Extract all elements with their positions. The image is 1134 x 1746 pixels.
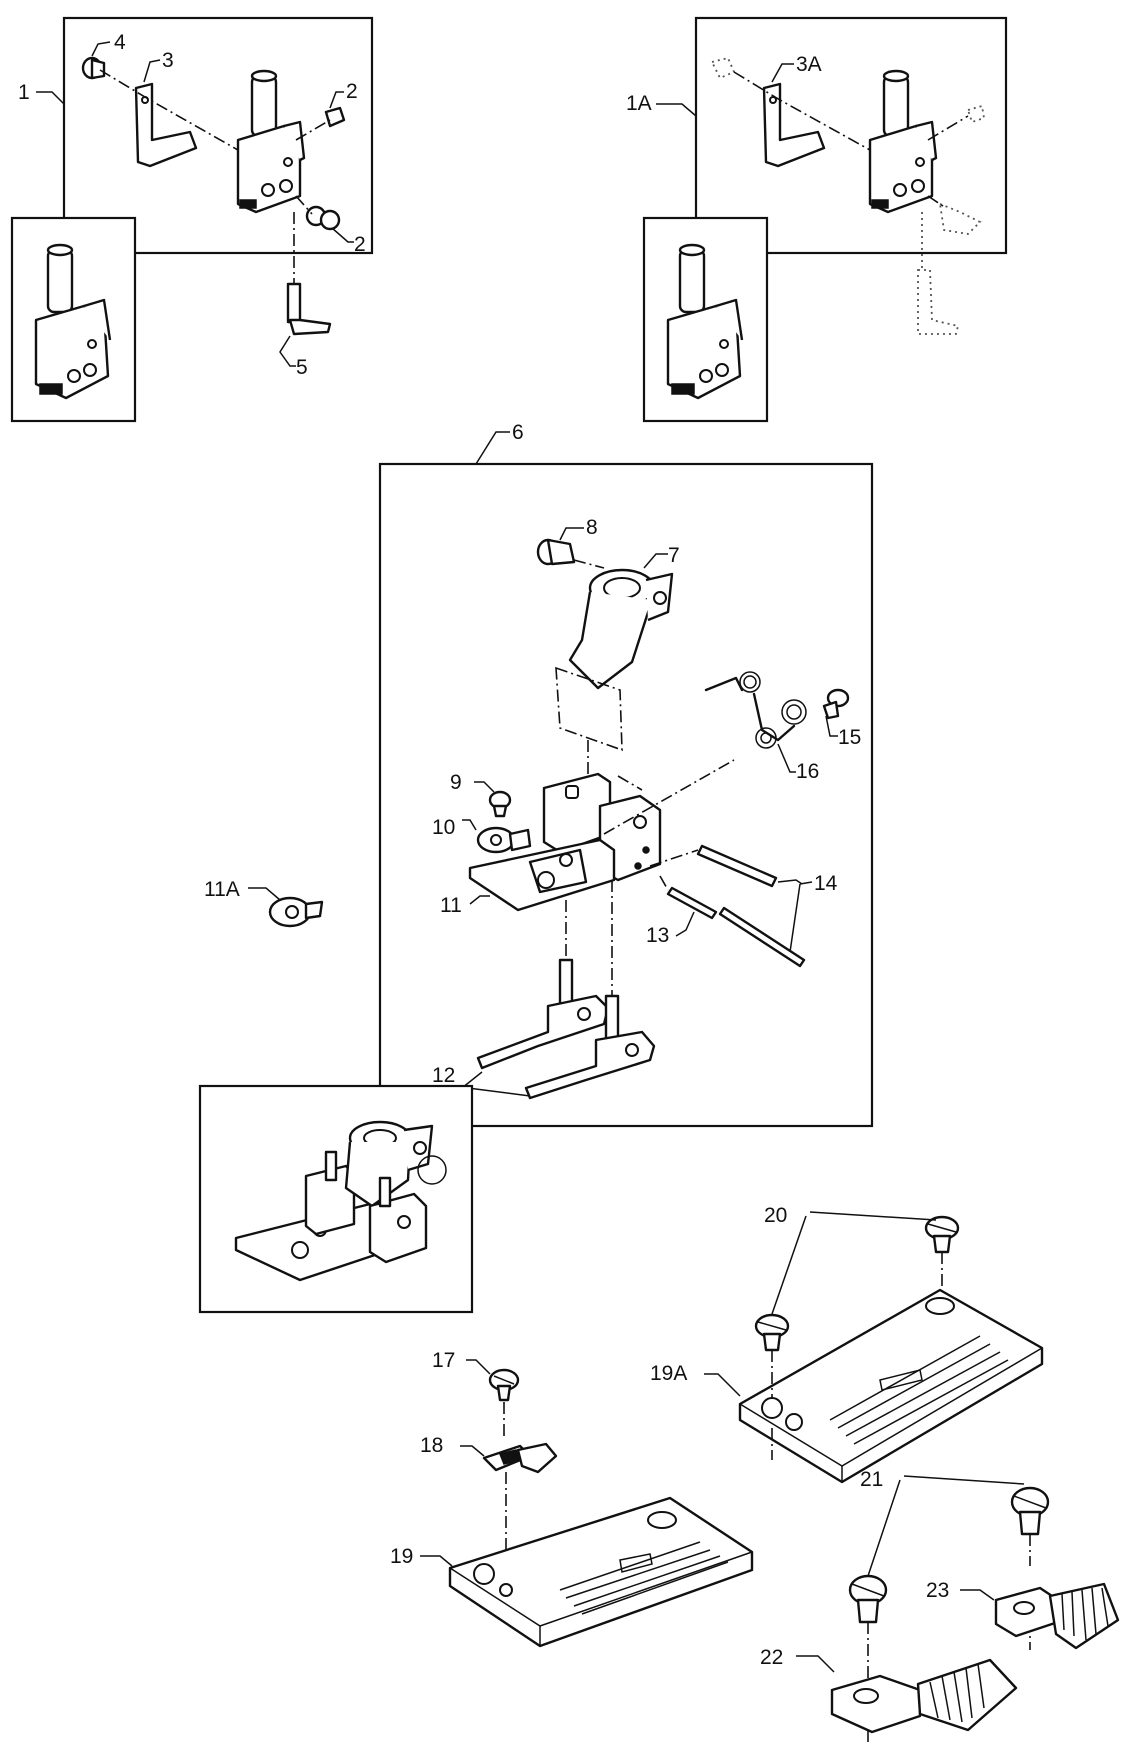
- part-11a-thread-guide: [268, 896, 324, 928]
- label-19: 19: [390, 1545, 413, 1568]
- label-12: 12: [432, 1064, 455, 1087]
- part-16-spring: [704, 671, 807, 749]
- label-8: 8: [586, 516, 598, 539]
- part-17-screw: [488, 1368, 520, 1402]
- part-20-screw-right: [924, 1215, 960, 1254]
- assembly-6-inset: [198, 1084, 474, 1314]
- part-14-rod-lower: [718, 906, 806, 968]
- part-1-needle-bar: [236, 69, 306, 214]
- part-12-foot-front: [524, 994, 656, 1100]
- label-9: 9: [450, 771, 462, 794]
- part-10-thread-guide: [476, 826, 532, 854]
- label-20: 20: [764, 1204, 787, 1227]
- label-1: 1: [18, 81, 30, 104]
- part-12-foot-rear: [476, 958, 610, 1070]
- label-19a: 19A: [650, 1362, 687, 1385]
- part-19-throat-plate: [448, 1496, 754, 1648]
- part-13-rod: [666, 886, 718, 920]
- assembly-1-inset-needle-bar: [34, 243, 112, 400]
- part-2-screw-top: [324, 106, 346, 128]
- part-21-screw-right: [1010, 1486, 1050, 1536]
- label-16: 16: [796, 760, 819, 783]
- label-10: 10: [432, 816, 455, 839]
- label-4: 4: [114, 31, 126, 54]
- label-11a: 11A: [204, 878, 240, 901]
- label-7: 7: [668, 544, 680, 567]
- label-6: 6: [512, 421, 524, 444]
- label-15: 15: [838, 726, 861, 749]
- label-5: 5: [296, 356, 308, 379]
- label-21: 21: [860, 1468, 883, 1491]
- part-7-foot-bar-holder: [568, 568, 674, 690]
- assembly-6-frame: [378, 462, 874, 1128]
- part-11-foot-base: [468, 838, 616, 912]
- part-20-screw-left: [754, 1313, 790, 1352]
- part-23-feed-dog: [994, 1582, 1120, 1650]
- assembly-1: 1 4 3 2 2 5: [10, 16, 374, 423]
- part-1a-needle-bar: [868, 69, 938, 214]
- label-17: 17: [432, 1349, 455, 1372]
- part-9-screw: [488, 790, 512, 818]
- label-18: 18: [420, 1434, 443, 1457]
- part-5-needle: [286, 282, 332, 336]
- assembly-1a-inset-needle-bar: [666, 243, 744, 400]
- part-18-plate-latch: [482, 1442, 558, 1474]
- part-21-screw-left: [848, 1574, 888, 1624]
- part-4-screw: [81, 56, 106, 80]
- label-23: 23: [926, 1579, 949, 1602]
- part-15-screw: [822, 688, 850, 720]
- label-13: 13: [646, 924, 669, 947]
- part-19a-throat-plate: [738, 1288, 1044, 1484]
- assembly-1a: 1A 3A: [626, 16, 1008, 423]
- part-22-feed-dog: [830, 1658, 1018, 1734]
- part-2-screw-bottom: [305, 205, 341, 231]
- label-1a: 1A: [626, 92, 652, 115]
- part-3a-bracket: [762, 82, 826, 168]
- assembly-1a-frame: [694, 16, 1008, 255]
- assembly-6: 6 8 7: [378, 421, 874, 1128]
- label-22: 22: [760, 1646, 783, 1669]
- label-11: 11: [440, 894, 462, 917]
- label-2-bottom: 2: [354, 233, 366, 256]
- label-2-top: 2: [346, 80, 358, 103]
- part-8-screw: [536, 538, 576, 566]
- label-3a: 3A: [796, 53, 822, 76]
- label-14: 14: [814, 872, 838, 895]
- part-14-rod-upper: [696, 844, 778, 888]
- part-3-bracket: [134, 82, 198, 168]
- label-3: 3: [162, 49, 174, 72]
